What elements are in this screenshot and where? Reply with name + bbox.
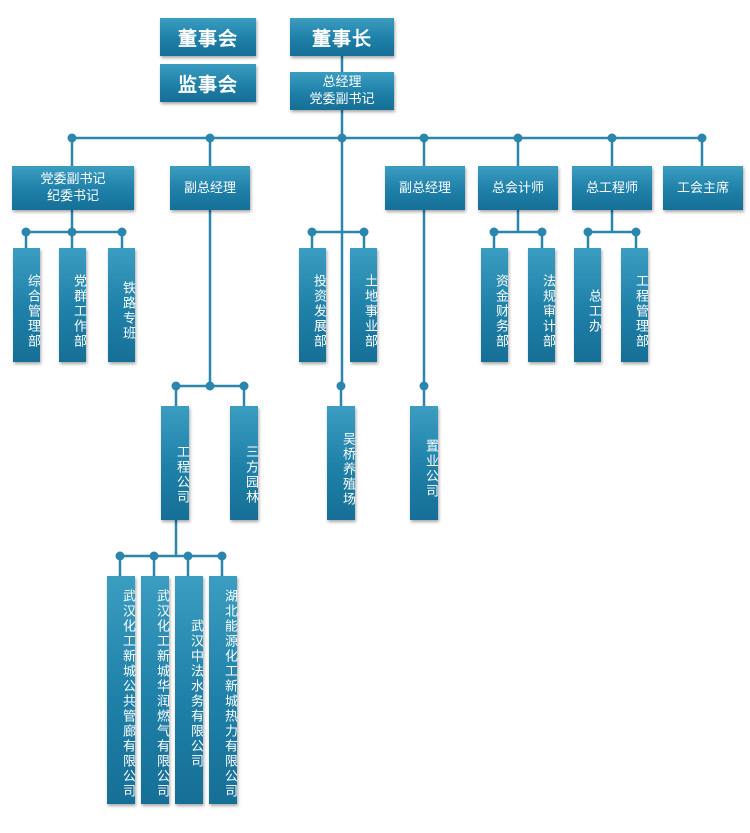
deputy-gm-a-box: 副总经理 [170,166,250,210]
general-manager-line1: 总经理 [322,75,362,90]
railway-team-dept: 铁路专班 [108,248,135,362]
board-of-directors-box: 董事会 [160,18,256,56]
engineer-office-dept: 总工办 [574,248,601,362]
party-deputy-line1: 党委副书记 [40,172,106,187]
investment-dept: 投资发展部 [299,248,326,362]
party-deputy-line2: 纪委书记 [46,189,99,204]
chief-accountant-box: 总会计师 [478,166,558,210]
wuqiao-farm: 吴桥养殖场 [327,406,355,520]
water-company: 武汉中法水务有限公司 [175,576,203,804]
party-deputy-secretary-box: 党委副书记 纪委书记 [12,166,134,210]
chairman-box: 董事长 [290,18,394,56]
general-admin-dept: 综合管理部 [13,248,40,362]
heat-company: 湖北能源化工新城热力有限公司 [209,576,237,804]
land-dept: 土地事业部 [350,248,377,362]
finance-dept: 资金财务部 [481,248,508,362]
real-estate-company: 置业公司 [410,406,438,520]
union-chair-box: 工会主席 [663,166,743,210]
pipe-gallery-company: 武汉化工新城公共管廊有限公司 [107,576,135,804]
gas-company: 武汉化工新城华润燃气有限公司 [141,576,169,804]
audit-dept: 法规审计部 [528,248,555,362]
engineering-mgmt-dept: 工程管理部 [621,248,648,362]
deputy-gm-b-box: 副总经理 [385,166,465,210]
party-work-dept: 党群工作部 [59,248,86,362]
general-manager-line2: 党委副书记 [309,92,375,107]
engineering-company: 工程公司 [161,406,189,520]
supervisory-board-box: 监事会 [160,64,256,102]
chief-engineer-box: 总工程师 [572,166,652,210]
sanfang-garden: 三方园林 [230,406,258,520]
general-manager-box: 总经理 党委副书记 [290,72,394,110]
